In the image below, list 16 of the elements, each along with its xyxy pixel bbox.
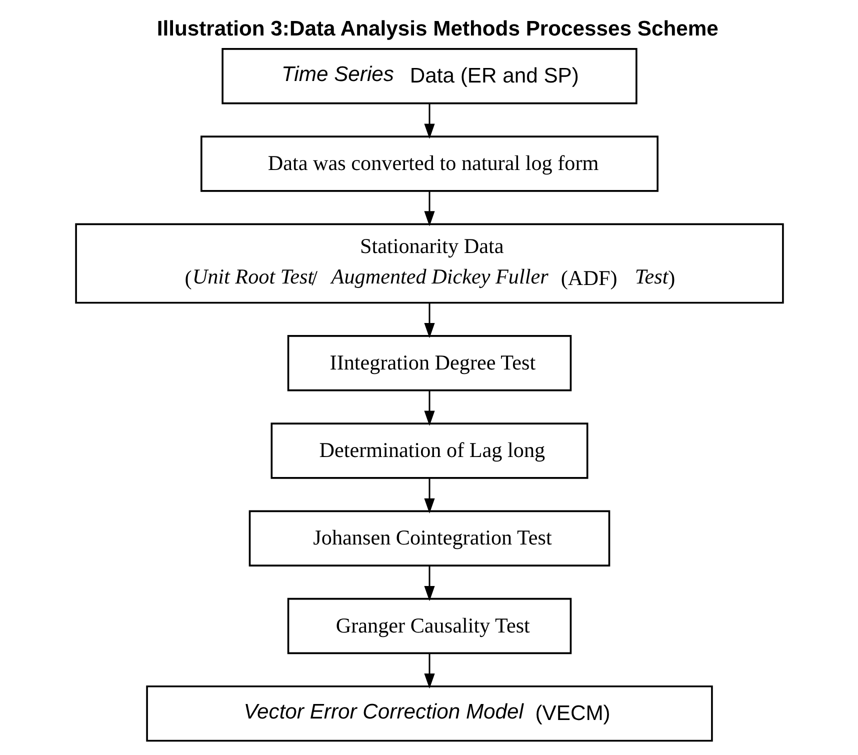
node-box: Determination of Lag long <box>270 422 588 479</box>
node-box: Stationarity Data (Unit Root Test/ Augmented Dickey Fuller (ADF) Test) <box>74 223 784 304</box>
arrow <box>424 653 434 689</box>
arrow <box>424 303 434 338</box>
node-box: Data was converted to natural log form <box>200 136 658 192</box>
node-box: Time Series Data (ER and SP) <box>221 48 637 104</box>
arrow <box>424 191 434 226</box>
arrow <box>424 478 434 514</box>
arrow <box>424 390 434 426</box>
diagram-title: Illustration 3:Data Analysis Methods Processes Scheme <box>156 18 718 41</box>
node-box: IIntegration Degree Test <box>286 335 572 392</box>
node-box: Granger Causality Test <box>286 598 572 654</box>
node-box: Johansen Cointegration Test <box>248 510 610 566</box>
arrow <box>424 566 434 602</box>
node-box: Vector Error Correction Model (VECM) <box>146 686 712 742</box>
arrow <box>424 104 434 139</box>
